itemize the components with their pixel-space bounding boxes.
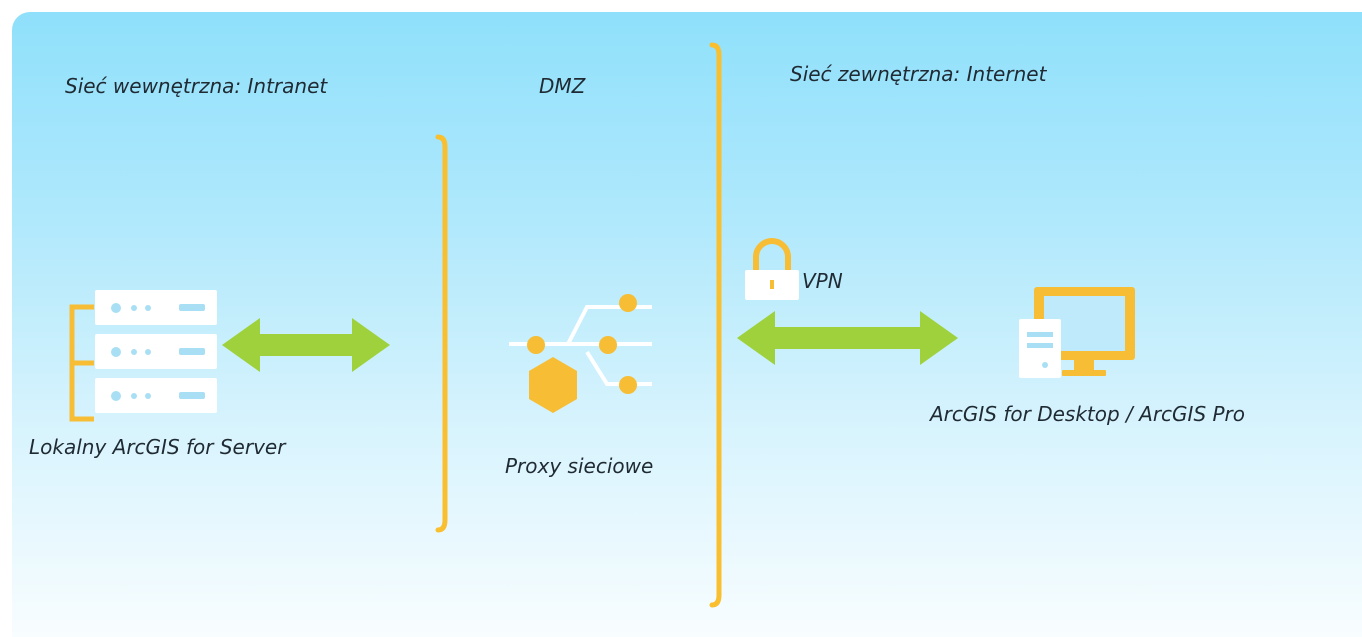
zone-label-internet: Sieć zewnętrzna: Internet <box>790 62 1047 86</box>
diagram-graphics <box>69 42 1135 608</box>
server-proxy-double-arrow <box>222 318 390 372</box>
server-rack-icon <box>69 290 217 422</box>
intranet-dmz-boundary <box>435 134 448 533</box>
dmz-internet-boundary <box>709 42 722 608</box>
lock-icon <box>745 238 799 300</box>
vpn-label: VPN <box>802 269 843 293</box>
zone-label-intranet: Sieć wewnętrzna: Intranet <box>65 74 328 98</box>
proxy-desktop-double-arrow <box>737 311 958 365</box>
zone-label-dmz: DMZ <box>539 74 586 98</box>
network-diagram: Sieć wewnętrzna: Intranet DMZ Sieć zewnę… <box>12 12 1362 637</box>
proxy-label: Proxy sieciowe <box>505 454 654 478</box>
proxy-network-icon <box>509 294 652 413</box>
server-label: Lokalny ArcGIS for Server <box>29 435 286 459</box>
desktop-computer-icon <box>1019 287 1135 378</box>
desktop-label: ArcGIS for Desktop / ArcGIS Pro <box>930 402 1246 426</box>
